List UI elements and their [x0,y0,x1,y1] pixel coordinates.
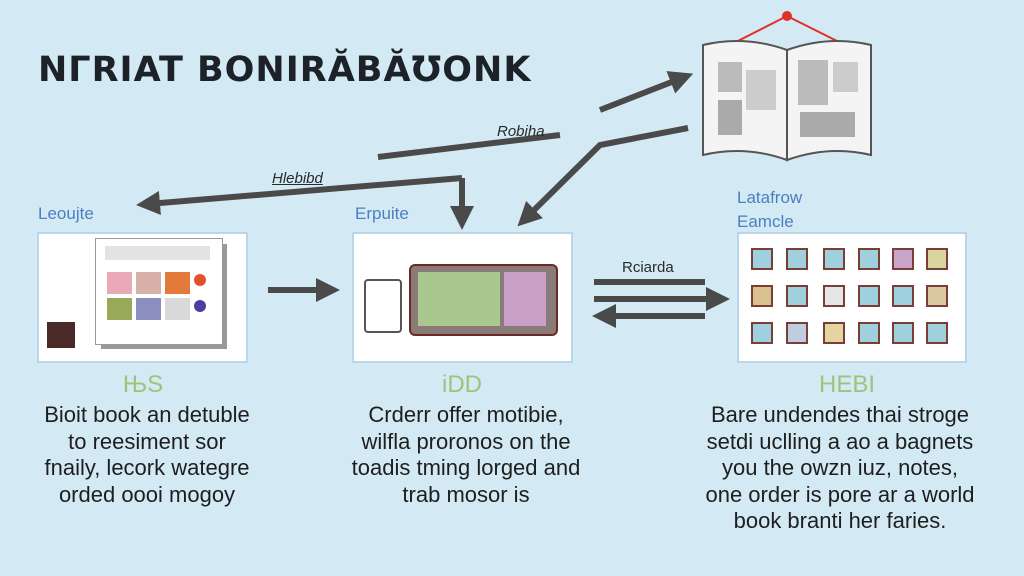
panel-2-heading: Erpuite [355,204,409,223]
description-line: setdi uclling a ao a bagnets [706,428,974,454]
description-line: wilfla proronos on the [361,428,571,454]
diagram-title: NΓRIAT BONIRĂBĂ℧ONK [38,50,532,90]
arrow-label-hlebibd: Hlebibd [272,170,323,187]
description-line: to reesiment sor [68,428,226,454]
arrow-book-to-middle [517,125,689,227]
description-line: one order is pore ar a world [705,481,975,507]
description-line: trab mosor is [402,481,530,507]
description-line: you the owzn iuz, notes, [721,455,959,480]
panel-2-description: Crderr offer motibie, wilfla proronos on… [316,402,616,508]
arrow-hlebibd-left [136,175,463,215]
arrow-label-robiha: Robiha [497,123,545,140]
description-line: book branti her faries. [733,508,947,533]
printer-icon [364,279,402,333]
description-line: Crderr offer motibie, [368,402,564,427]
panel-1-heading: Leoujte [38,204,94,223]
panel-1-description: Bioit book an detuble to reesiment sor f… [7,402,287,508]
panel-1-caption: ЊS [122,371,164,398]
panel-3-subheading: Eamcle [737,212,794,231]
panel-2-caption: iDD [442,371,482,398]
description-line: toadis tming lorged and [351,455,581,480]
description-line: Bare undendes thai stroge [710,402,970,427]
description-line: fnaily, lecork wategre [44,455,250,480]
panel-1-image [37,232,248,363]
panel-3-image [737,232,967,363]
arrow-to-book [598,71,694,113]
panel-2-image [352,232,573,363]
panel-3-description: Bare undendes thai stroge setdi uclling … [680,402,1000,535]
building-icon [47,322,75,348]
robiha-line [377,132,561,160]
description-line: Bioit book an detuble [44,402,250,427]
panel-3-caption: HEBI [818,371,875,398]
book-icon [702,11,872,162]
panel-3-heading: Latafrow [737,188,803,207]
arrow-label-rciarda: Rciarda [622,259,674,276]
description-line: orded oooi mogoy [58,481,236,507]
